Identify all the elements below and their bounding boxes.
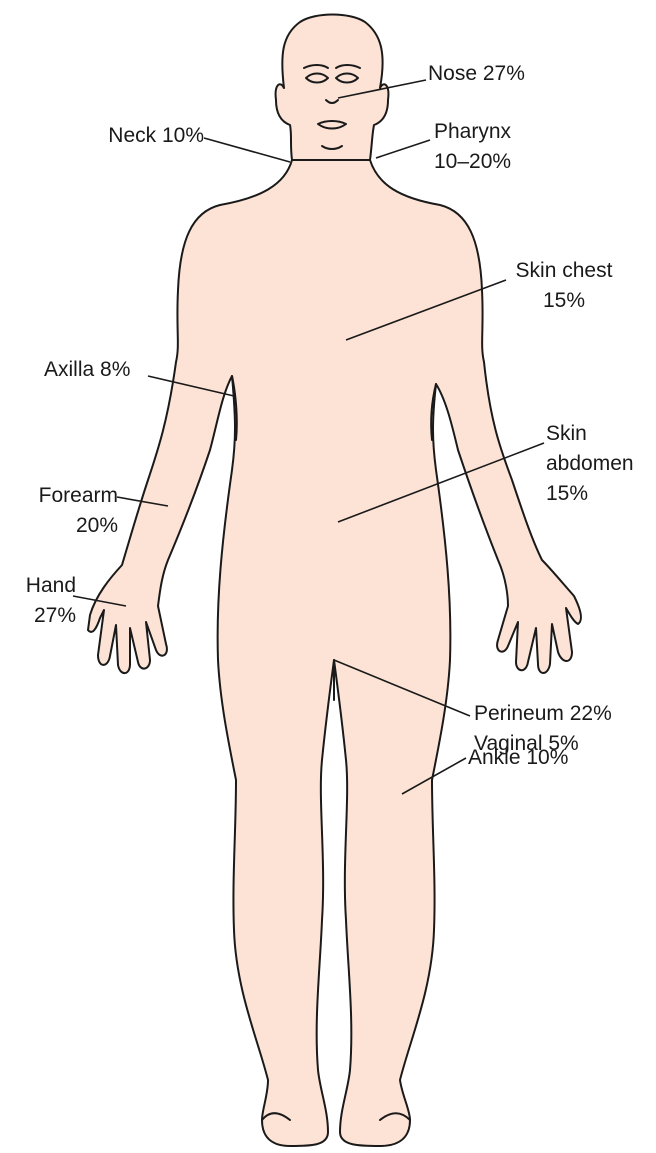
label-ankle: Ankle 10%: [468, 743, 568, 773]
label-neck: Neck 10%: [94, 121, 204, 151]
head: [276, 15, 389, 161]
label-skin-chest: Skin chest 15%: [504, 256, 624, 316]
label-pharynx: Pharynx 10–20%: [434, 117, 511, 177]
leader-pharynx: [376, 140, 430, 158]
label-hand: Hand 27%: [8, 571, 76, 631]
label-skin-abdomen: Skin abdomen 15%: [546, 419, 634, 509]
label-forearm: Forearm 20%: [18, 481, 118, 541]
leader-neck: [204, 138, 290, 162]
label-nose: Nose 27%: [428, 59, 525, 89]
label-axilla: Axilla 8%: [44, 355, 130, 385]
